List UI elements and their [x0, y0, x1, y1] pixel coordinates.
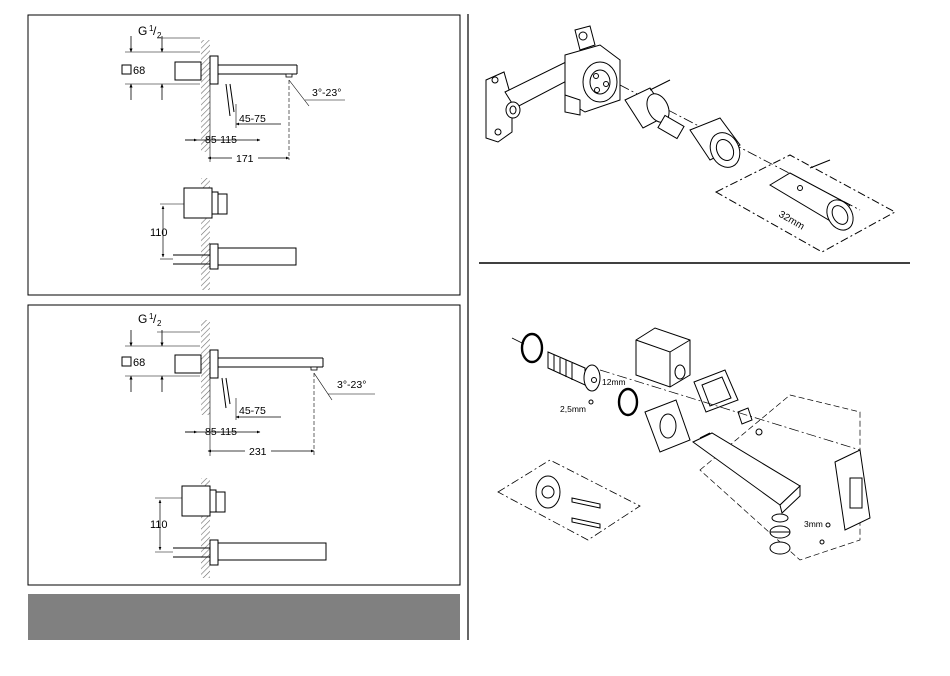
wall-section [201, 320, 210, 415]
panel-bottom-right: 12mm 2,5mm 3mm [498, 328, 870, 560]
thread-den: 2 [157, 319, 162, 328]
dim-small: 45-75 [239, 113, 266, 125]
o-ring-large [522, 334, 542, 362]
screw-size: 2,5mm [560, 404, 586, 414]
dim-total: 171 [236, 153, 254, 165]
thread-den: 2 [157, 31, 162, 40]
dim-total: 231 [249, 446, 267, 458]
thread-label: G [138, 312, 147, 326]
panel-bottom-left: G 1 / 2 68 3°-23° 45-75 85-115 231 [28, 305, 460, 585]
o-ring-small [619, 389, 637, 415]
spout [693, 433, 800, 505]
height-label: 110 [150, 519, 168, 531]
screw-inset-frame [498, 460, 640, 540]
square-label: 68 [133, 357, 145, 369]
panel-top-left: G 1 / 2 68 3°-23° 45-75 [28, 15, 460, 295]
hex-size: 3mm [804, 519, 823, 529]
dim-mid: 85-115 [205, 134, 237, 146]
panel-top-right: 32mm [486, 26, 895, 252]
height-label: 110 [150, 227, 168, 239]
square-symbol [122, 357, 131, 366]
hole-size: 12mm [602, 377, 626, 387]
angle-label: 3°-23° [337, 379, 366, 391]
aerator-washer [772, 514, 788, 522]
screw-long [572, 498, 600, 508]
screw-short [572, 518, 600, 528]
square-label: 68 [133, 65, 145, 77]
square-symbol [122, 65, 131, 74]
aerator-housing [770, 542, 790, 554]
thread-label: G [138, 24, 147, 38]
dim-mid: 85-115 [205, 426, 237, 438]
footer-bar [28, 594, 460, 640]
dim-small: 45-75 [239, 405, 266, 417]
angle-label: 3°-23° [312, 87, 341, 99]
